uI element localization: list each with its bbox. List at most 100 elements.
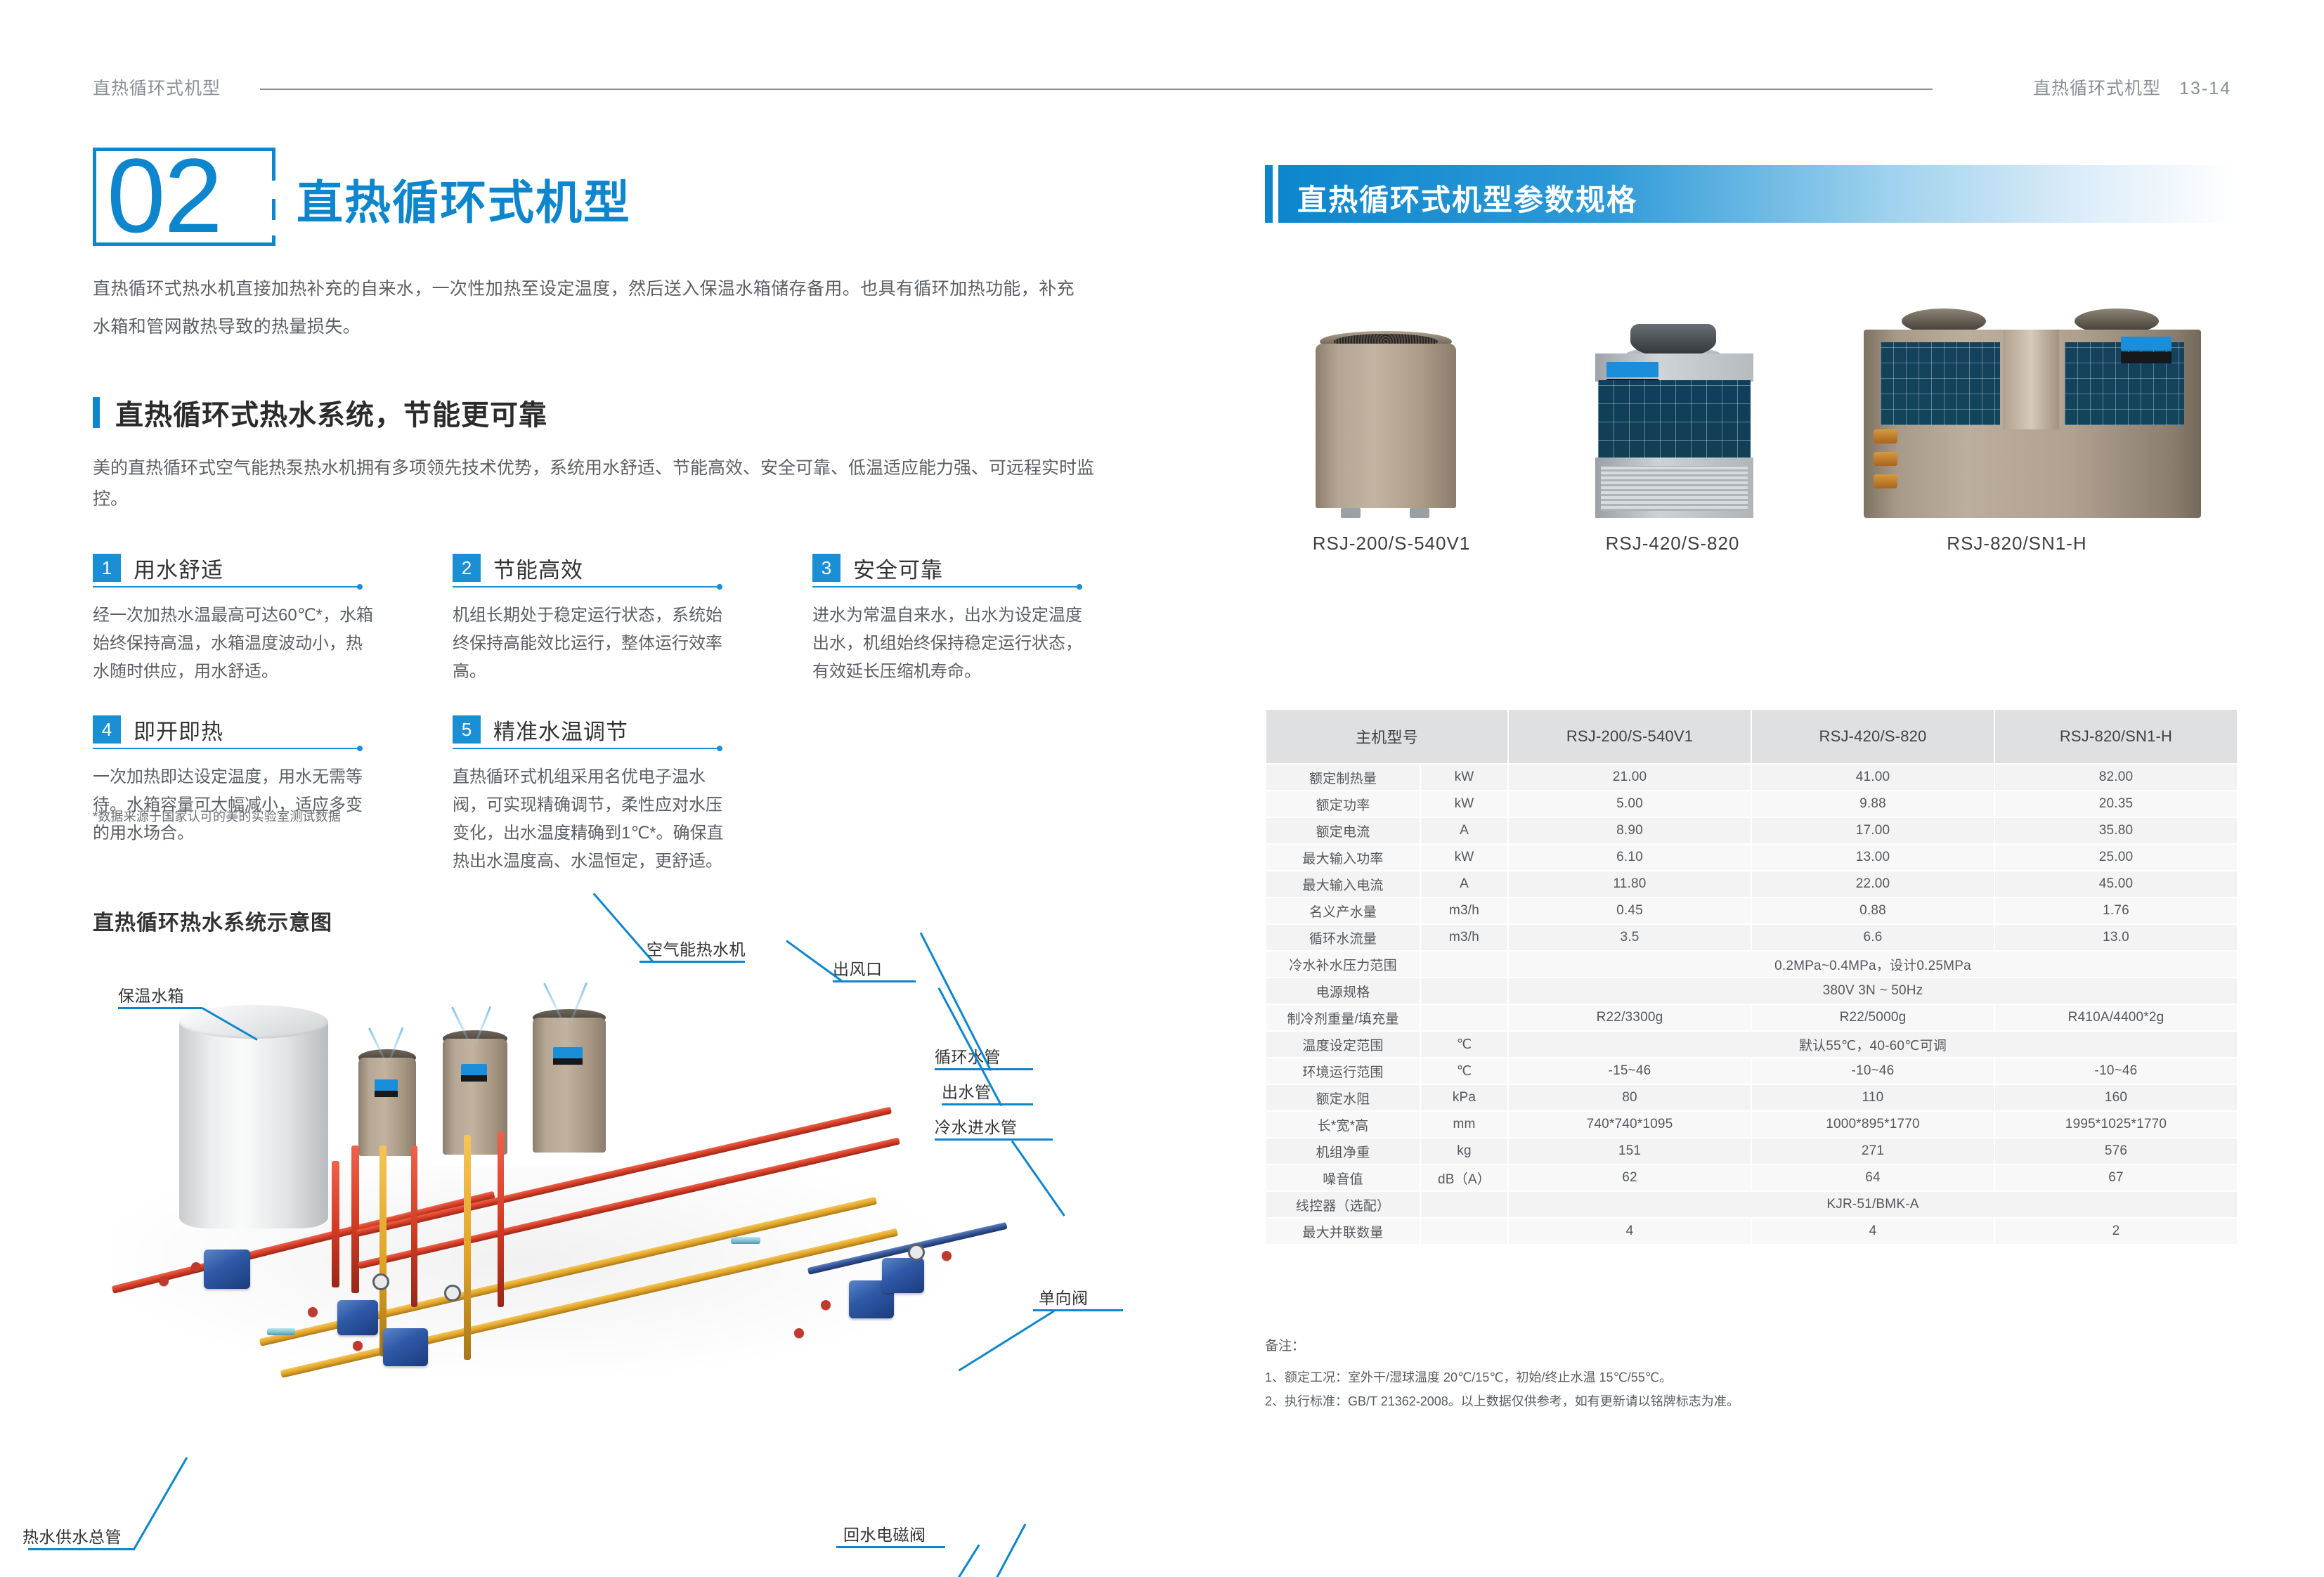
midea-logo bbox=[1606, 362, 1658, 377]
row-label: 最大并联数量 bbox=[1265, 1217, 1421, 1245]
label-circulation-pipe: 循环水管 bbox=[935, 1048, 1001, 1066]
row-value-1: 80 bbox=[1507, 1084, 1752, 1112]
feature-header: 4 即开即热 bbox=[93, 715, 374, 753]
row-unit: A bbox=[1420, 870, 1509, 898]
feature-number-badge: 1 bbox=[93, 554, 121, 582]
fitting bbox=[731, 1237, 760, 1244]
midea-logo bbox=[374, 1079, 398, 1097]
product-caption-1: RSJ-200/S-540V1 bbox=[1312, 533, 1471, 554]
unit-outlet-pipe bbox=[379, 1146, 387, 1356]
row-value-1: 6.10 bbox=[1507, 843, 1752, 871]
insulated-water-tank bbox=[179, 1005, 328, 1237]
label-heat-pump: 空气能热水机 bbox=[647, 940, 746, 959]
leader-line bbox=[118, 1007, 202, 1009]
row-value-2: 271 bbox=[1751, 1137, 1995, 1165]
leader-line bbox=[640, 961, 745, 963]
row-value-2: 110 bbox=[1751, 1084, 1995, 1112]
label-air-outlet: 出风口 bbox=[833, 960, 883, 978]
heat-pump-unit-small bbox=[358, 1049, 416, 1156]
page-number: 13-14 bbox=[2179, 79, 2231, 98]
row-value-1: 62 bbox=[1507, 1164, 1752, 1192]
pressure-gauge-icon bbox=[444, 1285, 461, 1302]
row-value-3: R410A/4400*2g bbox=[1994, 1004, 2238, 1032]
valve-icon bbox=[191, 1262, 201, 1272]
row-unit bbox=[1420, 950, 1509, 978]
row-label: 额定制热量 bbox=[1265, 763, 1421, 791]
feature-title: 节能高效 bbox=[493, 558, 583, 583]
header-cell-model: 主机型号 bbox=[1265, 708, 1509, 765]
valve-icon bbox=[794, 1328, 804, 1338]
table-row: 线控器（选配）KJR-51/BMK-A bbox=[1265, 1190, 2238, 1219]
row-value-2: 9.88 bbox=[1751, 790, 1995, 818]
label-insulated-tank: 保温水箱 bbox=[118, 987, 184, 1005]
row-unit: kW bbox=[1420, 843, 1509, 871]
product-photos: RSJ-200/S-540V1 RSJ-420/S-820 RSJ-820/SN… bbox=[1265, 279, 2235, 554]
heat-pump-body bbox=[443, 1039, 507, 1155]
right-column: 直热循环式机型参数规格 bbox=[1265, 165, 2235, 554]
row-label: 长*宽*高 bbox=[1265, 1110, 1421, 1138]
row-label: 名义产水量 bbox=[1265, 897, 1421, 925]
spec-table-head: 主机型号 RSJ-200/S-540V1 RSJ-420/S-820 RSJ-8… bbox=[1265, 708, 2238, 765]
product-caption-2: RSJ-420/S-820 bbox=[1605, 533, 1740, 554]
unit-inlet-pipe-2 bbox=[498, 1131, 504, 1307]
row-unit: A bbox=[1420, 817, 1509, 845]
row-label: 环境运行范围 bbox=[1265, 1057, 1421, 1085]
row-value-3: 13.0 bbox=[1994, 923, 2238, 952]
valve-icon bbox=[308, 1307, 318, 1317]
unit-center-panel bbox=[2003, 330, 2059, 429]
row-unit bbox=[1420, 1217, 1509, 1245]
tank-top bbox=[179, 1005, 328, 1039]
header-cell-product-2: RSJ-420/S-820 bbox=[1751, 708, 1995, 765]
feature-body: 直热循环式机组采用名优电子温水阀，可实现精确调节，柔性应对水压变化，出水温度精确… bbox=[453, 767, 724, 871]
row-value-3: 67 bbox=[1994, 1164, 2238, 1192]
unit-base-louvers bbox=[1595, 457, 1753, 518]
number-box-notch-top bbox=[271, 181, 275, 199]
row-label: 制冷剂重量/填充量 bbox=[1265, 1004, 1421, 1032]
feature-header: 5 精准水温调节 bbox=[453, 715, 734, 753]
row-value-1: 8.90 bbox=[1507, 817, 1752, 845]
heat-pump-unit-large bbox=[533, 1009, 606, 1153]
unit-casing bbox=[1316, 344, 1456, 508]
feature-body: 经一次加热水温最高可达60℃*，水箱始终保持高温，水箱温度波动小，热水随时供应，… bbox=[93, 606, 373, 681]
row-value-2: 1000*895*1770 bbox=[1751, 1110, 1995, 1138]
subsection-intro: 美的直热循环式空气能热泵热水机拥有多项领先技术优势，系统用水舒适、节能高效、安全… bbox=[93, 458, 1095, 509]
row-value-3: 1.76 bbox=[1994, 897, 2238, 925]
feature-body: 进水为常温自来水，出水为设定温度出水，机组始终保持稳定运行状态，有效延长压缩机寿… bbox=[812, 606, 1082, 681]
heat-pump-body bbox=[533, 1018, 606, 1153]
valve-icon bbox=[353, 1341, 363, 1351]
product-image-rsj420 bbox=[1595, 300, 1753, 518]
table-header-row: 主机型号 RSJ-200/S-540V1 RSJ-420/S-820 RSJ-8… bbox=[1265, 708, 2238, 765]
feature-footnote: *数据来源于国家认可的美的实验室测试数据 bbox=[93, 810, 342, 824]
feature-number-badge: 2 bbox=[453, 554, 481, 582]
row-unit: ℃ bbox=[1420, 1057, 1509, 1085]
knob-icon bbox=[1874, 474, 1897, 488]
row-value-3: 2 bbox=[1994, 1217, 2238, 1245]
feature-underline bbox=[453, 746, 722, 751]
row-value-3: 160 bbox=[1994, 1084, 2238, 1112]
row-value-1: 5.00 bbox=[1507, 790, 1752, 818]
fan-cowl bbox=[1630, 324, 1716, 358]
row-value-1: 0.45 bbox=[1507, 897, 1752, 925]
spec-table-wrapper: 主机型号 RSJ-200/S-540V1 RSJ-420/S-820 RSJ-8… bbox=[1265, 708, 2238, 1245]
notes-title: 备注： bbox=[1265, 1339, 1306, 1354]
midea-logo bbox=[460, 1064, 487, 1082]
row-unit: kW bbox=[1420, 763, 1509, 791]
subsection-accent-bar bbox=[93, 397, 100, 428]
row-unit bbox=[1420, 1004, 1509, 1032]
row-label: 噪音值 bbox=[1265, 1164, 1421, 1192]
pressure-gauge-icon bbox=[372, 1273, 389, 1290]
product-caption-3: RSJ-820/SN1-H bbox=[1947, 533, 2087, 554]
table-row: 环境运行范围℃-15~46-10~46-10~46 bbox=[1265, 1057, 2238, 1085]
net-return-pump-1 bbox=[204, 1250, 250, 1289]
service-knobs bbox=[1874, 429, 1902, 490]
spec-notes: 备注： 1、额定工况：室外干/湿球温度 20℃/15℃，初始/终止水温 15℃/… bbox=[1265, 1335, 2238, 1413]
feature-underline bbox=[93, 584, 363, 590]
feature-item-2: 2 节能高效 机组长期处于稳定运行状态，系统始终保持高能效比运行，整体运行效率高… bbox=[453, 554, 734, 686]
